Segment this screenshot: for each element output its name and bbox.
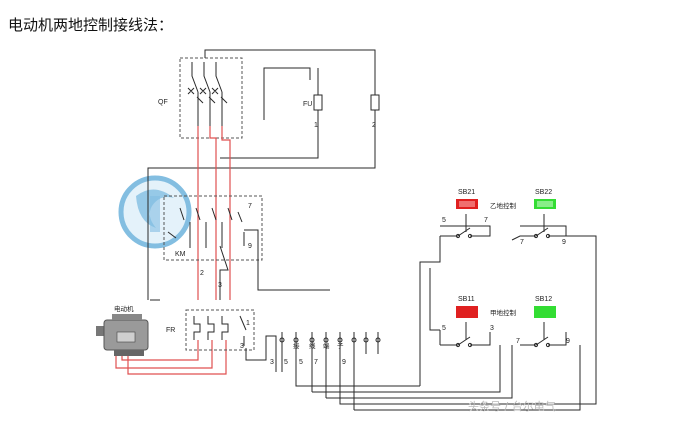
fu-terminal-2: 2 [372,122,376,129]
tb-char-2: 线 [309,341,316,350]
upper-terminal-5: 5 [442,217,446,224]
fu-fuses [147,68,380,300]
km-terminal-7: 7 [248,203,252,210]
tb-label-3: 3 [270,359,274,366]
lower-terminal-7: 7 [516,338,520,345]
tb-label-7: 7 [314,359,318,366]
km-terminal-2: 2 [200,270,204,277]
tb-label-5a: 5 [284,359,288,366]
fu-terminal-1: 1 [314,122,318,129]
km-contactor [150,195,263,301]
tb-char-1: 接 [293,341,300,350]
fr-relay [185,309,277,372]
lower-terminal-5: 5 [442,325,446,332]
upper-terminal-7b: 7 [520,239,524,246]
sb21-button-icon [456,199,478,209]
lower-terminal-3: 3 [490,325,494,332]
sb21-label: SB21 [458,189,475,196]
fr-terminal-3: 3 [240,343,244,350]
tb-char-3: 端 [323,341,330,350]
motor-icon [96,314,149,356]
sb22-label: SB22 [535,189,552,196]
sb12-label: SB12 [535,296,552,303]
qf-label: QF [158,99,168,106]
km-terminal-9: 9 [248,243,252,250]
circular-blue-logo-icon [118,175,192,249]
fr-label: FR [166,327,175,334]
yi-control-label: 乙地控制 [490,201,517,210]
sb22-button-icon [534,199,556,209]
watermark-text: 头条号 / 台尔电气 [468,399,556,413]
upper-terminal-9: 9 [562,239,566,246]
upper-terminal-7a: 7 [484,217,488,224]
sb12-button-icon [534,306,556,318]
tb-label-5b: 5 [299,359,303,366]
upper-switch-contacts [440,214,567,239]
km-label: KM [175,251,186,258]
sb11-label: SB11 [458,296,475,303]
lower-terminal-9: 9 [566,338,570,345]
control-wires [244,229,581,411]
fr-terminal-1: 1 [246,320,250,327]
terminal-block [279,235,597,410]
page-heading: 电动机两地控制接线法： [8,16,174,34]
jia-control-label: 甲地控制 [490,308,517,317]
fu-label: FU [303,101,312,108]
tb-char-4: 子 [337,342,344,350]
sb11-button-icon [456,306,478,318]
km-terminal-3: 3 [218,282,222,289]
motor-label: 电动机 [114,304,134,313]
tb-label-9: 9 [342,359,346,366]
lower-switch-contacts [439,322,567,348]
qf-breaker [179,57,243,139]
